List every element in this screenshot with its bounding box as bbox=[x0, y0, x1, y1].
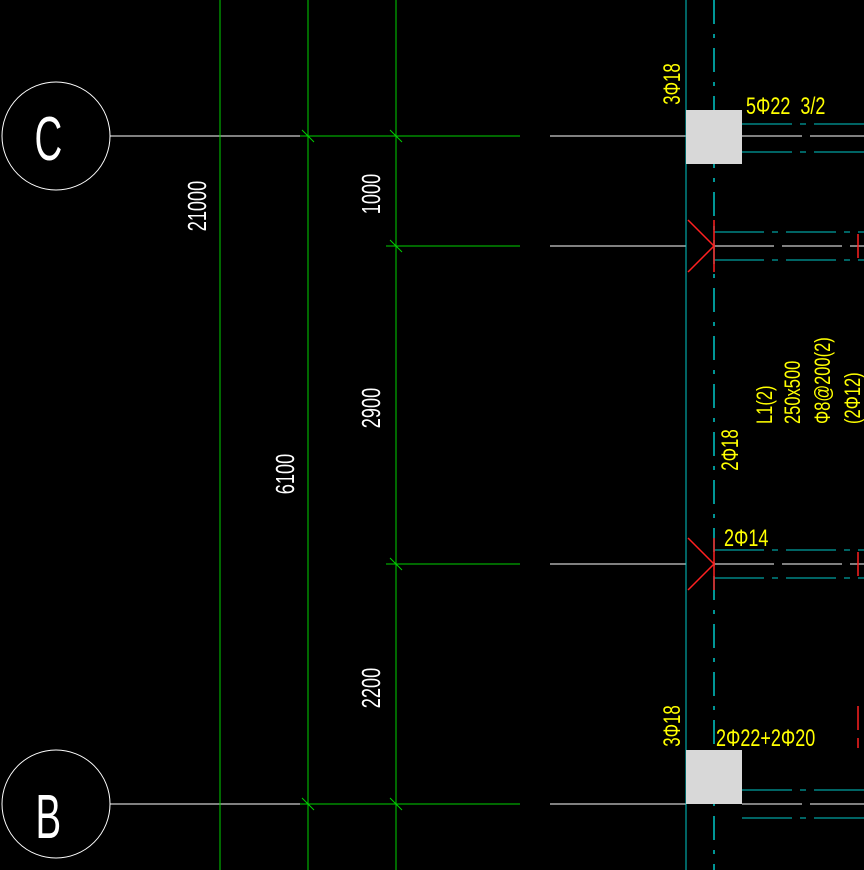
dim-text-seg-mid: 2900 bbox=[357, 388, 386, 428]
rebar-mid-side-bars: 2Φ14 bbox=[724, 526, 769, 552]
beam-label-line4: (2Φ12) bbox=[841, 372, 864, 424]
rebar-top-beam: 5Φ22 3/2 bbox=[746, 94, 825, 120]
hanger-bar-1 bbox=[687, 219, 716, 273]
dim-text-overall: 21000 bbox=[183, 181, 212, 232]
dim-text-span: 6100 bbox=[271, 454, 300, 494]
dim-text-seg-top: 1000 bbox=[357, 174, 386, 214]
beam-label-line2: 250x500 bbox=[781, 361, 806, 424]
axis-bubble-c[interactable]: C bbox=[1, 81, 111, 191]
rebar-bottom-beam: 2Φ22+2Φ20 bbox=[716, 726, 815, 752]
beam-label-line3: Φ8@200(2) bbox=[811, 337, 836, 424]
dim-text-seg-bottom: 2200 bbox=[357, 668, 386, 708]
rebar-bottom-column-side: 3Φ18 bbox=[659, 705, 686, 746]
beam-label-line1: L1(2) bbox=[753, 385, 778, 424]
dimension-ticks bbox=[301, 129, 403, 811]
rebar-mid-bottom-bars: 2Φ18 bbox=[717, 429, 744, 470]
axis-bubble-b[interactable]: B bbox=[1, 749, 111, 859]
rebar-top-column-side: 3Φ18 bbox=[659, 63, 686, 104]
axis-label-c: C bbox=[34, 104, 62, 174]
axis-label-b: B bbox=[36, 782, 62, 852]
hanger-bar-2 bbox=[687, 537, 716, 591]
secondary-beam-right bbox=[714, 123, 864, 819]
column-b[interactable] bbox=[686, 750, 742, 804]
column-c[interactable] bbox=[686, 110, 742, 164]
